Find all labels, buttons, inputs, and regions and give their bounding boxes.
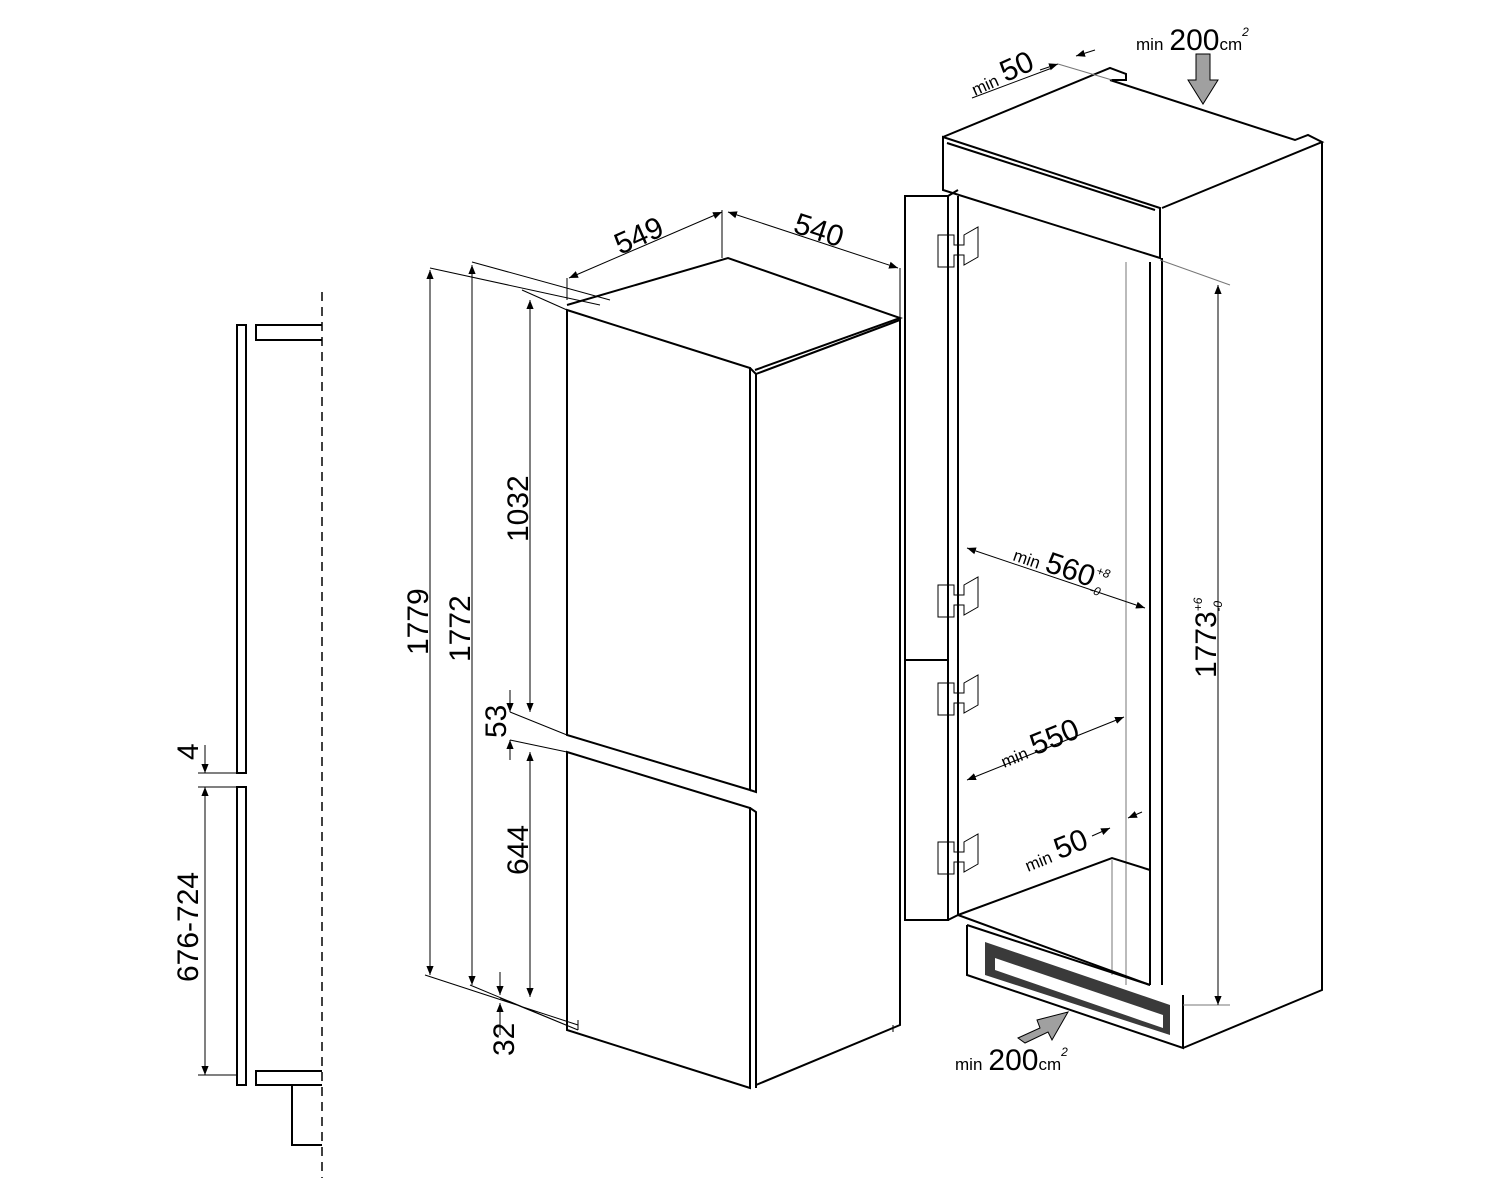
extension-lines bbox=[424, 210, 901, 1031]
range-label: 676-724 bbox=[172, 872, 205, 982]
back-gap-arrow-b bbox=[1127, 811, 1143, 819]
niche-width-label: min560+8-0 bbox=[1009, 535, 1113, 600]
rear-gap-label: min50 bbox=[964, 45, 1038, 102]
appliance-base bbox=[577, 1020, 894, 1032]
niche-height-extensions bbox=[1159, 259, 1231, 1006]
lower-door-edge bbox=[749, 807, 757, 1088]
width-label: 549 bbox=[609, 211, 668, 262]
depth-dim-line bbox=[727, 211, 899, 269]
height-total-label: 1779 bbox=[402, 588, 435, 655]
vent-grille bbox=[985, 942, 1170, 1035]
upper-door bbox=[566, 308, 751, 792]
side-view: 4 676-724 bbox=[172, 292, 323, 1178]
rear-gap-arrow-b bbox=[1075, 49, 1096, 57]
niche-height-label: 1773+6-0 bbox=[1190, 597, 1225, 678]
appliance: 549 540 1779 1772 1032 53 644 32 bbox=[402, 207, 903, 1090]
niche-width-dim-line bbox=[966, 547, 1146, 609]
niche-depth-dim-line bbox=[966, 716, 1125, 781]
lower-bracket bbox=[255, 1070, 322, 1086]
upper-bracket bbox=[255, 324, 322, 341]
niche-depth-label: min550 bbox=[994, 713, 1084, 775]
hinge-icon bbox=[937, 833, 979, 875]
lower-door-label: 644 bbox=[502, 825, 535, 875]
niche-inner-left bbox=[957, 196, 1151, 986]
plinth-foot bbox=[291, 1085, 322, 1146]
top-vent-arrow-icon bbox=[1187, 53, 1219, 105]
open-door bbox=[904, 189, 959, 921]
rear-gap-underline bbox=[971, 67, 1053, 99]
hinge-icon bbox=[937, 226, 979, 268]
niche-top-front bbox=[942, 135, 1161, 260]
lower-door bbox=[566, 750, 751, 1090]
plinth-vent-box bbox=[966, 924, 1184, 1050]
width-dim-line bbox=[568, 211, 723, 279]
rear-gap-extension bbox=[1057, 63, 1113, 81]
depth-label: 540 bbox=[790, 207, 848, 254]
rear-gap-arrow-a bbox=[1039, 63, 1059, 71]
upper-door-edge bbox=[749, 367, 757, 794]
niche-side-panel bbox=[1149, 142, 1323, 1049]
upper-door-panel bbox=[236, 324, 247, 774]
niche-back bbox=[1111, 262, 1127, 985]
gap-label: 4 bbox=[172, 743, 205, 760]
hinge-icon bbox=[937, 674, 979, 716]
upper-door-label: 1032 bbox=[502, 475, 535, 542]
back-gap-arrow-a bbox=[1091, 827, 1111, 837]
niche-top bbox=[942, 66, 1325, 209]
bottom-vent-arrow-icon bbox=[1017, 1011, 1070, 1044]
lower-door-panel bbox=[236, 786, 247, 1086]
height-body-label: 1772 bbox=[444, 595, 477, 662]
door-gap-label: 53 bbox=[480, 705, 513, 738]
appliance-side bbox=[755, 318, 901, 1086]
plinth-label: 32 bbox=[488, 1023, 521, 1056]
appliance-top-face bbox=[566, 256, 903, 371]
